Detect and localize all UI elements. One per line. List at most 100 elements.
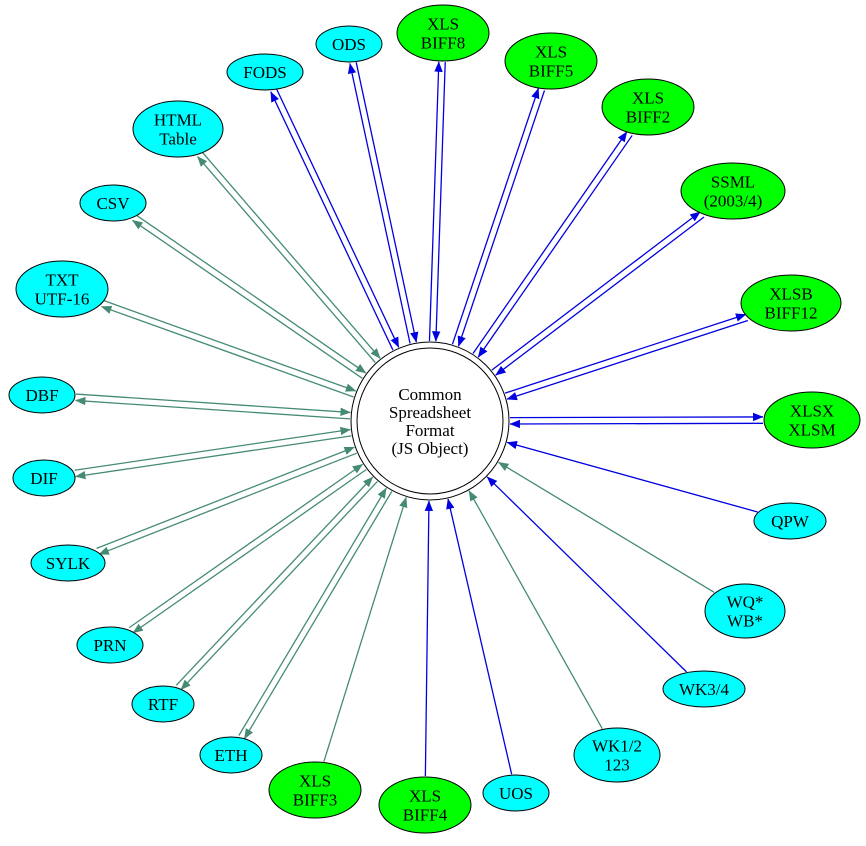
node-xls-biff4-shape bbox=[378, 776, 472, 834]
edge-txt-utf16-read bbox=[103, 299, 357, 392]
node-rtf-shape bbox=[131, 685, 195, 723]
edge-ssml-read bbox=[495, 216, 705, 376]
edge-xlsb-biff12-read bbox=[506, 319, 749, 401]
edge-ssml-write bbox=[491, 211, 701, 371]
node-dif: DIF bbox=[12, 459, 76, 497]
node-fods-label: FODS bbox=[243, 63, 286, 82]
node-qpw-shape bbox=[753, 502, 827, 540]
edge-dbf-write bbox=[74, 396, 351, 420]
node-dbf-shape bbox=[8, 376, 76, 414]
node-fods: FODS bbox=[226, 53, 304, 91]
node-dif-label: DIF bbox=[30, 469, 57, 488]
node-uos-label: UOS bbox=[499, 784, 533, 803]
edge-prn-read bbox=[128, 463, 364, 629]
node-sylk-label: SYLK bbox=[46, 554, 91, 573]
node-sylk-shape bbox=[30, 544, 106, 582]
node-ods-label: ODS bbox=[332, 35, 366, 54]
node-xls-biff5-shape bbox=[504, 32, 598, 90]
edge-ods-write bbox=[347, 62, 411, 344]
edge-qpw-read bbox=[506, 441, 758, 513]
edge-sylk-read bbox=[96, 446, 355, 549]
edge-dif-read bbox=[74, 426, 351, 471]
edge-fods-write bbox=[270, 91, 394, 351]
edge-wk12-123-read bbox=[468, 490, 603, 729]
node-uos: UOS bbox=[482, 774, 550, 812]
edge-wk34-read bbox=[486, 476, 687, 673]
center-node-inner-circle bbox=[356, 347, 504, 495]
node-html-table-shape bbox=[132, 100, 224, 158]
edges-layer bbox=[74, 61, 764, 777]
node-xlsb-biff12-shape bbox=[740, 274, 842, 332]
edge-xlsx-xlsm-write bbox=[509, 412, 764, 422]
edge-uos-read bbox=[446, 498, 513, 775]
edge-ods-read bbox=[355, 62, 419, 343]
node-ssml-label: SSML(2003/4) bbox=[704, 172, 763, 210]
node-wq-wb-label: WQ*WB* bbox=[727, 592, 764, 630]
node-eth: ETH bbox=[199, 736, 263, 774]
edge-xls-biff2-write bbox=[472, 131, 628, 354]
node-rtf: RTF bbox=[131, 685, 195, 723]
edge-xls-biff8-write bbox=[428, 61, 443, 341]
edge-html-table-write bbox=[197, 156, 376, 363]
node-ods: ODS bbox=[315, 25, 383, 63]
edge-dif-write bbox=[74, 435, 352, 480]
node-sylk: SYLK bbox=[30, 544, 106, 582]
edge-rtf-read bbox=[175, 476, 374, 686]
node-fods-shape bbox=[226, 53, 304, 91]
edge-html-table-read bbox=[201, 151, 381, 359]
edge-csv-read bbox=[135, 214, 367, 374]
node-wq-wb-shape bbox=[704, 583, 786, 639]
edge-csv-write bbox=[132, 219, 363, 379]
node-ssml: SSML(2003/4) bbox=[680, 162, 786, 220]
node-eth-label: ETH bbox=[214, 746, 247, 765]
node-qpw-label: QPW bbox=[771, 512, 810, 531]
node-xls-biff8-shape bbox=[396, 4, 490, 62]
edge-txt-utf16-write bbox=[100, 305, 354, 398]
edge-eth-read bbox=[238, 487, 387, 736]
node-ods-shape bbox=[315, 25, 383, 63]
node-xls-biff2-shape bbox=[601, 78, 695, 136]
node-wq-wb: WQ*WB* bbox=[704, 583, 786, 639]
edge-wq-wb-read bbox=[498, 461, 715, 594]
edge-xls-biff2-read bbox=[477, 135, 633, 358]
node-xlsx-xlsm-shape bbox=[763, 391, 861, 449]
edge-xls-biff4-read bbox=[424, 500, 434, 777]
node-txt-utf16-shape bbox=[15, 260, 109, 318]
node-dbf-label: DBF bbox=[25, 386, 58, 405]
node-wk34-label: WK3/4 bbox=[679, 680, 730, 699]
edge-fods-read bbox=[276, 88, 400, 348]
node-prn: PRN bbox=[76, 626, 144, 664]
center-node-outer-circle bbox=[350, 341, 510, 501]
node-dif-shape bbox=[12, 459, 76, 497]
node-ssml-shape bbox=[680, 162, 786, 220]
node-wk34: WK3/4 bbox=[662, 670, 746, 708]
node-eth-shape bbox=[199, 736, 263, 774]
edge-xls-biff3-read bbox=[323, 496, 408, 762]
edge-dbf-read bbox=[75, 393, 351, 416]
edge-xls-biff5-read bbox=[457, 90, 546, 347]
node-csv-label: CSV bbox=[96, 194, 130, 213]
edge-xlsb-biff12-write bbox=[504, 313, 747, 394]
edge-rtf-write bbox=[180, 480, 378, 691]
node-wk34-shape bbox=[662, 670, 746, 708]
edge-xlsx-xlsm-read bbox=[509, 419, 764, 429]
